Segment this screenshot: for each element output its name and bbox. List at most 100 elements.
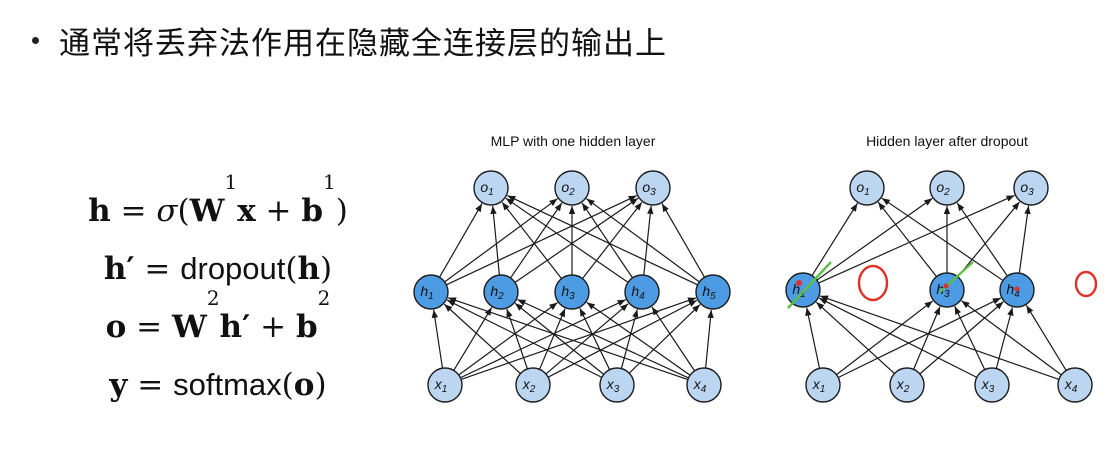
eq4-func: softmax bbox=[173, 367, 282, 402]
edge-arrowhead-icon bbox=[568, 206, 576, 214]
edge-arrowhead-icon bbox=[549, 302, 558, 310]
network-diagrams: MLP with one hidden layer Hidden layer a… bbox=[413, 133, 1098, 403]
edge-arrowhead-icon bbox=[1024, 205, 1031, 215]
edge-line bbox=[836, 300, 934, 376]
edge-arrowhead-icon bbox=[558, 308, 566, 318]
edge-arrowhead-icon bbox=[1007, 307, 1014, 316]
right-panel-title: Hidden layer after dropout bbox=[866, 133, 1028, 149]
edge-line bbox=[1018, 205, 1030, 274]
node-circle bbox=[635, 170, 671, 206]
edge-arrowhead-icon bbox=[629, 198, 639, 206]
edge-line bbox=[815, 301, 895, 374]
node-o1: o1 bbox=[473, 170, 509, 206]
node-x1: x1 bbox=[427, 367, 463, 403]
node-x3: x3 bbox=[599, 367, 635, 403]
edge-arrowhead-icon bbox=[943, 206, 951, 214]
edge-line bbox=[443, 303, 521, 374]
edge-line bbox=[961, 300, 1062, 376]
edge-arrowhead-icon bbox=[586, 198, 595, 207]
edge-line bbox=[539, 308, 566, 370]
edge-line bbox=[818, 194, 1015, 284]
node-circle bbox=[473, 170, 509, 206]
edge-line bbox=[705, 309, 712, 369]
edge-arrowhead-icon bbox=[554, 202, 562, 212]
node-circle bbox=[1057, 367, 1093, 403]
edge-line bbox=[492, 205, 500, 276]
edge-line bbox=[956, 202, 1008, 277]
edge-line bbox=[517, 298, 689, 379]
edge-line bbox=[819, 295, 1060, 380]
node-circle bbox=[929, 272, 965, 308]
edge-arrowhead-icon bbox=[995, 301, 1004, 310]
edge-line bbox=[460, 299, 626, 379]
edge-arrowhead-icon bbox=[1005, 195, 1015, 202]
node-x2: x2 bbox=[889, 367, 925, 403]
node-x1: x1 bbox=[805, 367, 841, 403]
node-x4: x4 bbox=[1057, 367, 1093, 403]
node-h4: h4 bbox=[624, 274, 660, 310]
bullet-point: 通常将丢弃法作用在隐藏全连接层的输出上 bbox=[22, 18, 667, 63]
node-x4: x4 bbox=[686, 367, 722, 403]
edge-arrowhead-icon bbox=[850, 203, 858, 212]
node-x3: x3 bbox=[974, 367, 1010, 403]
edge-line bbox=[510, 202, 563, 279]
edge-line bbox=[877, 201, 937, 277]
annotation-red-dot-2 bbox=[943, 283, 949, 289]
edge-arrowhead-icon bbox=[617, 299, 626, 306]
edge-line bbox=[547, 299, 698, 378]
edge-line bbox=[444, 198, 558, 283]
edge-line bbox=[505, 197, 629, 283]
edge-line bbox=[453, 307, 493, 371]
equation-dropout: h′ = dropout(h) bbox=[58, 240, 378, 298]
node-circle bbox=[427, 367, 463, 403]
edge-line bbox=[581, 202, 634, 279]
edge-line bbox=[1025, 305, 1067, 371]
equation-softmax: y = softmax(o) bbox=[58, 356, 378, 414]
edge-arrowhead-icon bbox=[620, 303, 629, 312]
edge-arrowhead-icon bbox=[1012, 201, 1020, 211]
node-o3: o3 bbox=[1013, 170, 1049, 206]
edge-arrowhead-icon bbox=[490, 205, 497, 215]
edge-line bbox=[447, 297, 689, 381]
edge-line bbox=[458, 302, 558, 376]
edge-arrowhead-icon bbox=[688, 300, 698, 307]
edge-line bbox=[995, 307, 1013, 369]
edge-line bbox=[460, 297, 697, 380]
edge-arrowhead-icon bbox=[517, 299, 526, 306]
edge-arrowhead-icon bbox=[507, 195, 516, 202]
edge-arrowhead-icon bbox=[923, 198, 933, 206]
edge-line bbox=[806, 307, 821, 369]
node-circle bbox=[929, 170, 965, 206]
node-circle bbox=[889, 367, 925, 403]
node-h3: h3 bbox=[554, 274, 590, 310]
annotation-red-dot-1 bbox=[796, 280, 802, 286]
eq4-arg: o bbox=[293, 367, 315, 403]
edge-arrowhead-icon bbox=[582, 202, 590, 212]
edge-arrowhead-icon bbox=[448, 297, 457, 304]
edge-arrowhead-icon bbox=[692, 304, 701, 313]
bullet-text: 通常将丢弃法作用在隐藏全连接层的输出上 bbox=[59, 26, 667, 62]
edge-arrowhead-icon bbox=[1026, 305, 1034, 314]
node-x2: x2 bbox=[515, 367, 551, 403]
dropped-h2-mark-icon bbox=[857, 264, 889, 302]
edge-line bbox=[957, 201, 1021, 278]
annotation-green-line-1 bbox=[787, 261, 832, 309]
edge-arrowhead-icon bbox=[992, 297, 1001, 305]
node-h1: h1 bbox=[413, 274, 449, 310]
edge-arrowhead-icon bbox=[632, 309, 639, 318]
edge-arrowhead-icon bbox=[816, 302, 825, 310]
eq1-lhs: h bbox=[88, 193, 111, 229]
edge-line bbox=[919, 301, 1004, 375]
dropped-h5-mark-icon bbox=[1074, 270, 1098, 298]
eq1-rel: = bbox=[110, 193, 157, 229]
eq3-lhs: o bbox=[105, 309, 127, 345]
node-circle bbox=[413, 274, 449, 310]
edge-arrowhead-icon bbox=[431, 309, 439, 319]
edge-line bbox=[446, 195, 637, 286]
left-panel-title: MLP with one hidden layer bbox=[491, 133, 656, 149]
node-h2: h2 bbox=[483, 274, 519, 310]
